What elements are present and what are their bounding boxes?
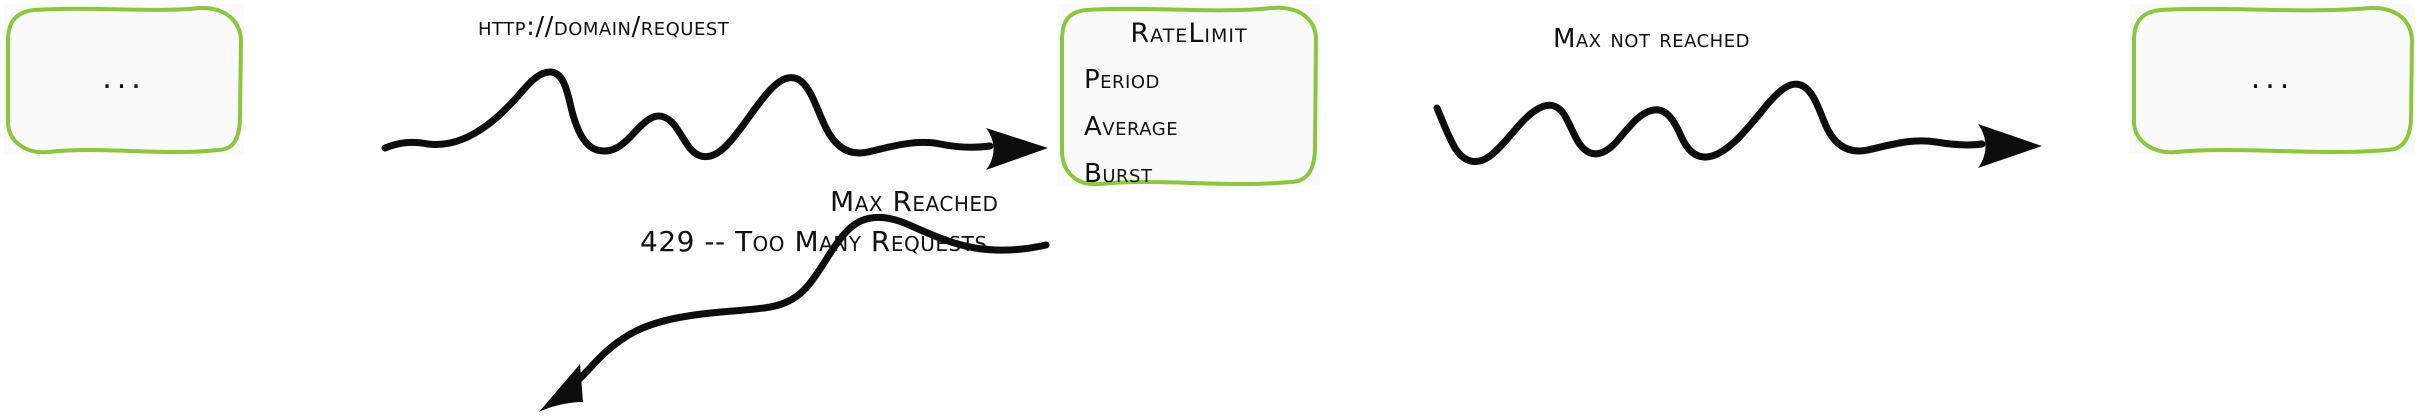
ratelimit-field-burst: Burst [1084,159,1153,189]
edge-label-too-many-requests: 429 -- Too Many Requests [640,225,988,258]
node-downstream[interactable]: ... [2130,4,2415,155]
edge-label-max-reached: Max Reached [830,185,999,218]
node-ratelimit-outline [1060,5,1318,187]
node-downstream-outline [2131,5,2414,155]
node-upstream-label: ... [102,61,146,96]
ratelimit-field-period: Period [1084,65,1160,95]
edge-max-not-reached-arrowhead [1978,124,2042,168]
node-downstream-label: ... [2250,61,2295,96]
edge-max-not-reached-arrow [1433,80,2042,168]
node-ratelimit-content: RateLimit Period Average Burst [1058,4,1320,189]
edge-max-reached-arrowhead [539,364,583,412]
node-upstream-outline [5,5,243,155]
edge-request-arrowhead [986,128,1048,170]
node-upstream[interactable]: ... [4,4,244,155]
node-ratelimit-title: RateLimit [1130,18,1248,49]
edge-label-request: http://domain/request [478,12,730,42]
node-ratelimit[interactable]: RateLimit Period Average Burst [1058,4,1320,189]
edge-request-arrow [381,68,1048,170]
edge-label-max-not-reached: Max not reached [1553,24,1750,54]
ratelimit-field-average: Average [1084,112,1179,142]
